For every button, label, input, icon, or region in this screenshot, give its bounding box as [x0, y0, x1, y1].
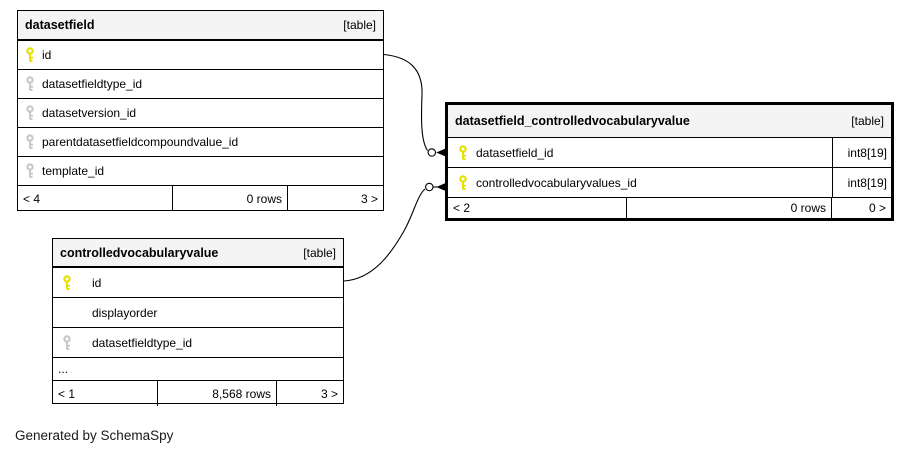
column-row: datasetfield_id int8[19] [448, 138, 891, 168]
table-title: datasetfield_controlledvocabularyvalue [455, 114, 690, 128]
column-row: controlledvocabularyvalues_id int8[19] [448, 168, 891, 198]
footer-children-count: 0 > [868, 201, 886, 215]
foreign-key-icon [18, 134, 42, 150]
footer-children-count: 3 > [360, 191, 378, 206]
table-title: datasetfield [25, 18, 95, 32]
table-type-badge: [table] [343, 18, 376, 32]
primary-key-icon [448, 174, 476, 191]
column-name: template_id [42, 164, 105, 178]
column-name: datasetfield_id [476, 145, 554, 160]
foreign-key-icon [18, 76, 42, 92]
footer-row-count: 0 rows [627, 198, 832, 218]
column-row: datasetversion_id [18, 99, 383, 128]
column-name: id [42, 48, 52, 62]
table-footer: < 1 8,568 rows 3 > [53, 381, 343, 406]
table-footer: < 2 0 rows 0 > [448, 198, 891, 218]
footer-parents-count: < 4 [18, 186, 173, 211]
foreign-key-icon [53, 334, 92, 351]
ellipsis-label: ... [58, 362, 69, 376]
table-type-badge: [table] [851, 114, 884, 128]
foreign-key-icon [18, 163, 42, 179]
zero-or-more-circle-icon [425, 182, 434, 192]
primary-key-icon [18, 47, 42, 63]
column-name: datasetfieldtype_id [42, 77, 143, 91]
column-name: datasetversion_id [42, 106, 137, 120]
table-footer: < 4 0 rows 3 > [18, 186, 383, 211]
column-name: displayorder [92, 305, 158, 320]
table-title: controlledvocabularyvalue [60, 245, 219, 260]
foreign-key-icon [18, 105, 42, 121]
column-row: displayorder [53, 298, 343, 328]
column-row: datasetfieldtype_id [53, 328, 343, 358]
column-row: template_id [18, 157, 383, 186]
generated-by-label: Generated by SchemaSpy [15, 428, 174, 443]
footer-children-count: 3 > [320, 386, 338, 401]
columns-ellipsis-row: ... [53, 358, 343, 381]
table-node-datasetfield-controlledvocabularyvalue[interactable]: datasetfield_controlledvocabularyvalue [… [445, 102, 894, 221]
column-name: datasetfieldtype_id [92, 335, 193, 350]
zero-or-more-circle-icon [427, 148, 437, 157]
footer-row-count: 0 rows [173, 186, 288, 211]
column-row: datasetfieldtype_id [18, 70, 383, 99]
table-node-controlledvocabularyvalue[interactable]: controlledvocabularyvalue [table] id dis… [52, 238, 344, 406]
column-name: id [92, 275, 102, 290]
table-header: datasetfield_controlledvocabularyvalue [… [448, 105, 891, 138]
column-name: parentdatasetfieldcompoundvalue_id [42, 135, 239, 149]
table-node-datasetfield[interactable]: datasetfield [table] id datasetfieldtype… [17, 10, 384, 211]
column-row-id: id [53, 268, 343, 298]
primary-key-icon [53, 274, 92, 291]
relationship-datasetfield-to-junction [383, 53, 448, 158]
table-type-badge: [table] [303, 245, 336, 260]
column-row: parentdatasetfieldcompoundvalue_id [18, 128, 383, 157]
footer-parents-count: < 2 [448, 198, 627, 218]
primary-key-icon [448, 144, 476, 161]
table-header: datasetfield [table] [18, 11, 383, 41]
column-row-id: id [18, 41, 383, 70]
column-type: int8[19] [832, 168, 891, 197]
footer-row-count: 8,568 rows [158, 381, 277, 406]
table-header: controlledvocabularyvalue [table] [53, 239, 343, 268]
column-type: int8[19] [832, 138, 891, 167]
footer-parents-count: < 1 [53, 381, 158, 406]
column-name: controlledvocabularyvalues_id [476, 175, 637, 190]
